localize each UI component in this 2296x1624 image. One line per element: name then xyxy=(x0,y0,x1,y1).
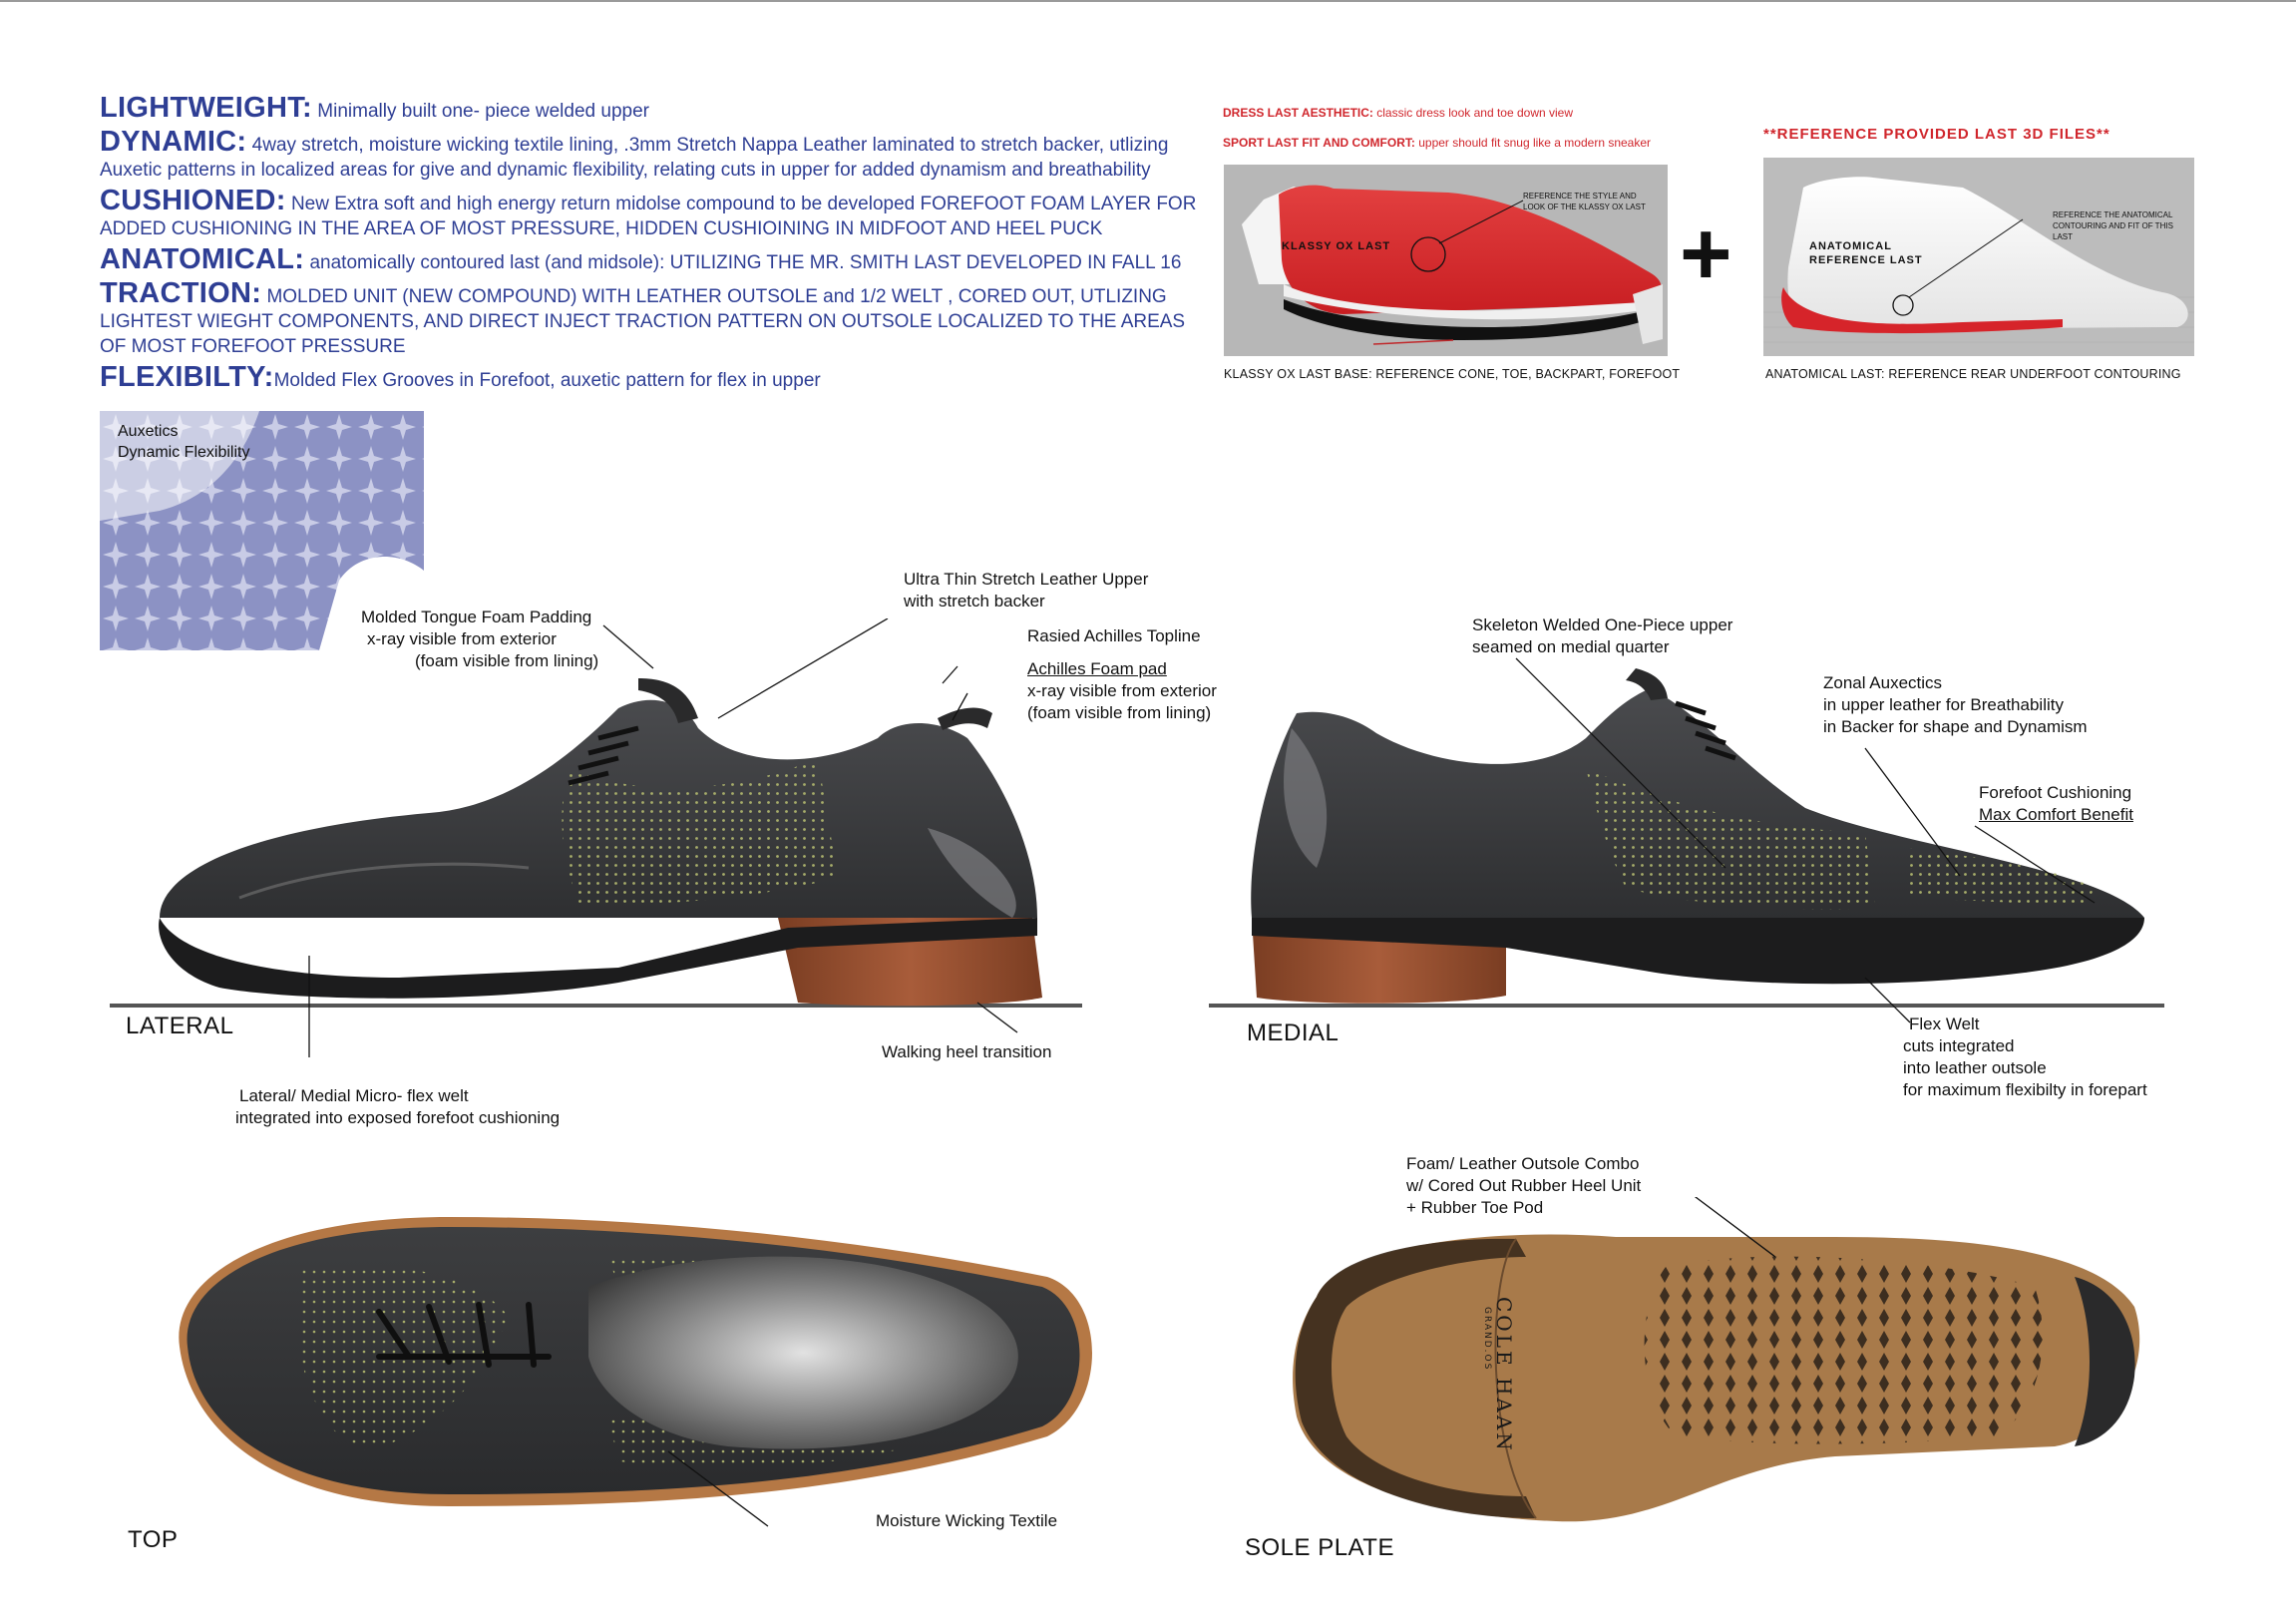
spec-body: Minimally built one- piece welded upper xyxy=(317,101,649,122)
auxetics-label: Auxetics Dynamic Flexibility xyxy=(118,421,249,463)
sport-last-note: SPORT LAST FIT AND COMFORT: upper should… xyxy=(1223,136,1651,150)
reference-files-note: **REFERENCE PROVIDED LAST 3D FILES** xyxy=(1763,126,2110,143)
anatomical-last-panel: ANATOMICAL REFERENCE LAST REFERENCE THE … xyxy=(1763,158,2194,356)
label-line: in upper leather for Breathability xyxy=(1823,695,2064,714)
lateral-title: LATERAL xyxy=(126,1013,234,1039)
brand-logo: COLE HAAN xyxy=(1492,1297,1516,1453)
klassy-last-panel: KLASSY OX LAST REFERENCE THE STYLE AND L… xyxy=(1224,165,1668,356)
tongue-padding-label: Molded Tongue Foam Padding x-ray visible… xyxy=(361,607,598,672)
medial-shoe-illustration xyxy=(1209,657,2164,1023)
lateral-shoe-illustration xyxy=(110,618,1082,1057)
label-line: seamed on medial quarter xyxy=(1472,637,1670,656)
spec-traction: TRACTION: MOLDED UNIT (NEW COMPOUND) WIT… xyxy=(100,279,1197,359)
walking-heel-label: Walking heel transition xyxy=(882,1042,1052,1061)
label-line: Molded Tongue Foam Padding xyxy=(361,608,592,626)
label-underline: Achilles Foam pad xyxy=(1027,659,1167,678)
spec-anatomical: ANATOMICAL: anatomically contoured last … xyxy=(100,245,1197,275)
flex-welt-label: Flex Welt cuts integrated into leather o… xyxy=(1903,1014,2147,1101)
spec-lightweight: LIGHTWEIGHT: Minimally built one- piece … xyxy=(100,94,1197,124)
spec-flexibility: FLEXIBILTY:Molded Flex Grooves in Forefo… xyxy=(100,363,1197,393)
klassy-last-caption: KLASSY OX LAST BASE: REFERENCE CONE, TOE… xyxy=(1224,367,1681,381)
label-line: with stretch backer xyxy=(904,592,1045,610)
label-line: (foam visible from lining) xyxy=(415,651,599,670)
label-line: Zonal Auxectics xyxy=(1823,673,1943,692)
anatomical-last-caption: ANATOMICAL LAST: REFERENCE REAR UNDERFOO… xyxy=(1765,367,2181,381)
anatomical-last-note: REFERENCE THE ANATOMICAL CONTOURING AND … xyxy=(2053,210,2173,241)
sole-plate-illustration xyxy=(1293,1197,2140,1522)
label-line: Skeleton Welded One-Piece upper xyxy=(1472,615,1733,634)
spec-body: New Extra soft and high energy return mi… xyxy=(100,194,1197,239)
label-line: + Rubber Toe Pod xyxy=(1406,1198,1544,1217)
label-line: Foam/ Leather Outsole Combo xyxy=(1406,1154,1640,1173)
label-line: x-ray visible from exterior xyxy=(367,629,557,648)
welt-label: Lateral/ Medial Micro- flex welt integra… xyxy=(235,1085,560,1129)
lining-label: Moisture Wicking Textile xyxy=(876,1511,1058,1530)
anatomical-last-render xyxy=(1763,177,2194,343)
spec-body: anatomically contoured last (and midsole… xyxy=(309,252,1182,273)
label-line: integrated into exposed forefoot cushion… xyxy=(235,1108,561,1127)
label-line: Achilles Foam pad xyxy=(1027,658,1217,680)
top-rule xyxy=(0,0,2296,2)
medial-title: MEDIAL xyxy=(1247,1019,1339,1046)
spec-heading: LIGHTWEIGHT: xyxy=(100,92,313,124)
label-underline: Max Comfort Benefit xyxy=(1979,805,2133,824)
klassy-last-note: REFERENCE THE STYLE AND LOOK OF THE KLAS… xyxy=(1523,192,1646,211)
spec-body: Molded Flex Grooves in Forefoot, auxetic… xyxy=(273,370,821,391)
dress-last-heading: DRESS LAST AESTHETIC: xyxy=(1223,106,1373,120)
label-line: Forefoot Cushioning xyxy=(1979,783,2132,802)
top-view-illustration xyxy=(179,1217,1093,1527)
auxetics-label-line: Auxetics xyxy=(118,423,179,440)
spec-heading: FLEXIBILTY: xyxy=(100,361,274,393)
label-line: Lateral/ Medial Micro- flex welt xyxy=(239,1086,469,1105)
dress-last-body: classic dress look and toe down view xyxy=(1376,106,1574,120)
sub-brand-logo: GRAND.OS xyxy=(1482,1307,1492,1372)
label-line: x-ray visible from exterior xyxy=(1027,681,1217,700)
spec-body: MOLDED UNIT (NEW COMPOUND) WITH LEATHER … xyxy=(100,286,1186,357)
dress-last-note: DRESS LAST AESTHETIC: classic dress look… xyxy=(1223,106,1573,120)
label-line: (foam visible from lining) xyxy=(1027,703,1212,722)
zonal-auxetics-label: Zonal Auxectics in upper leather for Bre… xyxy=(1823,672,2088,738)
sport-last-body: upper should fit snug like a modern snea… xyxy=(1418,136,1652,150)
achilles-topline-label: Rasied Achilles Topline xyxy=(1027,626,1201,645)
label-line: w/ Cored Out Rubber Heel Unit xyxy=(1406,1176,1642,1195)
label-line: for maximum flexibilty in forepart xyxy=(1903,1080,2147,1099)
spec-dynamic: DYNAMIC: 4way stretch, moisture wicking … xyxy=(100,128,1197,183)
klassy-last-render xyxy=(1242,185,1663,345)
spec-cushioned: CUSHIONED: New Extra soft and high energ… xyxy=(100,187,1197,241)
forefoot-cushioning-label: Forefoot Cushioning Max Comfort Benefit xyxy=(1979,782,2133,826)
label-line: Ultra Thin Stretch Leather Upper xyxy=(904,570,1149,589)
label-line: Flex Welt xyxy=(1909,1015,1980,1033)
klassy-last-inner-label: KLASSY OX LAST xyxy=(1282,240,1391,252)
label-line: cuts integrated xyxy=(1903,1036,2015,1055)
spec-body: 4way stretch, moisture wicking textile l… xyxy=(100,135,1169,181)
anatomical-last-inner-label: ANATOMICAL REFERENCE LAST xyxy=(1809,240,1923,266)
achilles-pad-label: Achilles Foam pad x-ray visible from ext… xyxy=(1027,658,1217,724)
label-line: in Backer for shape and Dynamism xyxy=(1823,717,2088,736)
auxetics-label-line: Dynamic Flexibility xyxy=(118,444,250,461)
spec-heading: ANATOMICAL: xyxy=(100,243,305,275)
label-line: Max Comfort Benefit xyxy=(1979,804,2133,826)
auxetics-swatch: Auxetics Dynamic Flexibility xyxy=(100,411,424,650)
label-line: into leather outsole xyxy=(1903,1058,2047,1077)
sport-last-heading: SPORT LAST FIT AND COMFORT: xyxy=(1223,136,1415,150)
spec-heading: DYNAMIC: xyxy=(100,126,247,158)
top-title: TOP xyxy=(128,1526,179,1553)
upper-label: Ultra Thin Stretch Leather Upper with st… xyxy=(904,569,1148,612)
sole-plate-title: SOLE PLATE xyxy=(1245,1534,1394,1561)
spec-list: LIGHTWEIGHT: Minimally built one- piece … xyxy=(100,94,1197,399)
spec-heading: CUSHIONED: xyxy=(100,185,286,216)
spec-heading: TRACTION: xyxy=(100,277,262,309)
skeleton-upper-label: Skeleton Welded One-Piece upper seamed o… xyxy=(1472,614,1732,658)
outsole-combo-label: Foam/ Leather Outsole Combo w/ Cored Out… xyxy=(1406,1153,1641,1219)
auxetic-pattern-render xyxy=(100,411,424,650)
plus-icon: + xyxy=(1680,204,1732,304)
